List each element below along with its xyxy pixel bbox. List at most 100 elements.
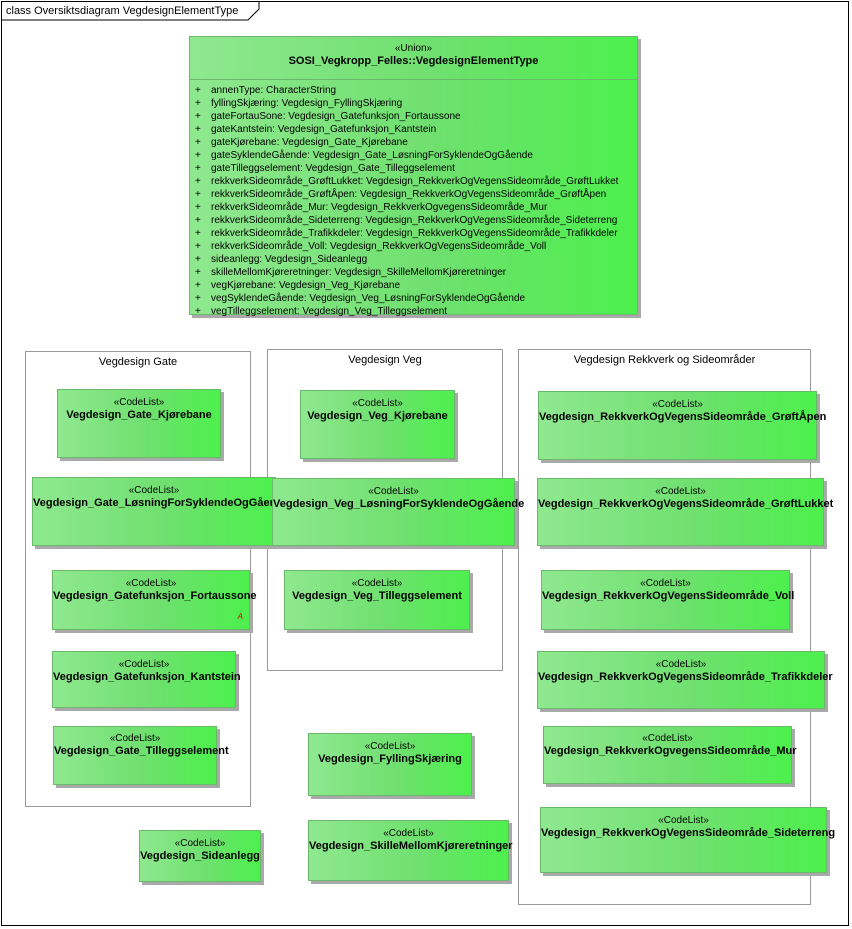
class-name: Vegdesign_Gatefunksjon_Fortaussone	[53, 590, 257, 602]
union-attribute[interactable]: + gateKantstein: Vegdesign_Gatefunksjon_K…	[195, 123, 637, 136]
codelist-sideanlegg[interactable]: «CodeList» Vegdesign_Sideanlegg	[139, 830, 261, 882]
codelist-stereotype: «CodeList»	[658, 815, 709, 826]
union-attribute[interactable]: + gateTilleggselement: Vegdesign_Gate_Til…	[195, 162, 637, 175]
class-name: Vegdesign_RekkverkOgvegensSideområde_Mur	[544, 745, 797, 757]
codelist-stereotype: «CodeList»	[125, 578, 177, 589]
codelist-stereotype: «CodeList»	[109, 733, 161, 744]
class-name: Vegdesign_RekkverkOgVegensSideområde_Grø…	[539, 411, 827, 423]
codelist-gatefunksjon-fortaussone[interactable]: «CodeList» Vegdesign_Gatefunksjon_Fortau…	[52, 570, 257, 630]
union-attribute[interactable]: + fyllingSkjæring: Vegdesign_FyllingSkjær…	[195, 97, 637, 110]
abstract-marker: A	[237, 612, 243, 621]
codelist-stereotype: «CodeList»	[351, 578, 403, 589]
package-title-gate: Vegdesign Gate	[98, 356, 178, 368]
attribute-visibility: +	[195, 163, 201, 174]
union-attribute[interactable]: + gateKjørebane: Vegdesign_Gate_Kjørebane	[195, 136, 637, 149]
codelist-stereotype: «CodeList»	[113, 397, 165, 408]
attribute-text: gateSyklendeGående: Vegdesign_Gate_Løsni…	[211, 150, 533, 161]
union-attribute[interactable]: + gateFortauSone: Vegdesign_Gatefunksjon_…	[195, 110, 637, 123]
codelist-fyllingskjaering[interactable]: «CodeList» Vegdesign_FyllingSkjæring	[308, 733, 472, 796]
class-name: Vegdesign_RekkverkOgVegensSideområde_Vol…	[542, 590, 795, 602]
class-name: Vegdesign_RekkverkOgVegensSideområde_Sid…	[541, 827, 836, 839]
attribute-visibility: +	[195, 124, 201, 135]
codelist-stereotype: «CodeList»	[640, 578, 691, 589]
codelist-stereotype: «CodeList»	[652, 399, 703, 410]
attribute-text: rekkverkSideområde_GrøftÅpen: Vegdesign_…	[211, 189, 607, 200]
codelist-rekkverk-mur[interactable]: «CodeList» Vegdesign_RekkverkOgvegensSid…	[543, 726, 797, 784]
class-name: Vegdesign_RekkverkOgVegensSideområde_Tra…	[538, 671, 833, 683]
package-title-veg: Vegdesign Veg	[348, 354, 422, 366]
codelist-stereotype: «CodeList»	[655, 486, 706, 497]
union-class-vegdesignelementtype[interactable]: «Union» SOSI_Vegkropp_Felles::VegdesignE…	[189, 36, 638, 318]
attribute-visibility: +	[195, 85, 201, 96]
class-name: Vegdesign_RekkverkOgVegensSideområde_Grø…	[538, 498, 834, 510]
codelist-rekkverk-voll[interactable]: «CodeList» Vegdesign_RekkverkOgVegensSid…	[541, 570, 795, 630]
attribute-visibility: +	[195, 293, 201, 304]
attribute-text: gateKantstein: Vegdesign_Gatefunksjon_Ka…	[211, 124, 437, 135]
codelist-rekkverk-groftaapen[interactable]: «CodeList» Vegdesign_RekkverkOgVegensSid…	[538, 391, 827, 460]
codelist-stereotype: «CodeList»	[128, 485, 180, 496]
union-attribute[interactable]: +gateSyklendeGående: Vegdesign_Gate_Løsn…	[195, 149, 637, 162]
union-attribute[interactable]: + sideanlegg: Vegdesign_Sideanlegg	[195, 253, 637, 266]
codelist-skillemellomkjoreretninger[interactable]: «CodeList» Vegdesign_SkilleMellomKjørere…	[308, 820, 513, 881]
package-title-rekkverk: Vegdesign Rekkverk og Sideområder	[573, 354, 756, 366]
codelist-veg-tilleggselement[interactable]: «CodeList» Vegdesign_Veg_Tilleggselement	[284, 570, 470, 630]
union-attribute[interactable]: + vegTilleggselement: Vegdesign_Veg_Tille…	[195, 305, 637, 318]
attribute-text: rekkverkSideområde_Mur: Vegdesign_Rekkve…	[211, 202, 548, 213]
union-attribute[interactable]: +annenType: CharacterString	[195, 84, 637, 97]
codelist-stereotype: «CodeList»	[642, 733, 693, 744]
codelist-stereotype: «CodeList»	[364, 741, 416, 752]
codelist-gate-tilleggselement[interactable]: «CodeList» Vegdesign_Gate_Tilleggselemen…	[53, 726, 229, 785]
attribute-visibility: +	[195, 267, 201, 278]
union-attribute[interactable]: +vegSyklendeGående: Vegdesign_Veg_Løsnin…	[195, 292, 637, 305]
union-attribute[interactable]: + vegKjørebane: Vegdesign_Veg_Kjørebane	[195, 279, 637, 292]
attribute-text: rekkverkSideområde_Voll: Vegdesign_Rekkv…	[211, 241, 547, 252]
attribute-visibility: +	[195, 189, 201, 200]
class-name: Vegdesign_Gate_LøsningForSyklendeOgGåend…	[33, 497, 275, 509]
attribute-text: rekkverkSideområde_Sideterreng: Vegdesig…	[211, 215, 618, 226]
codelist-rekkverk-groftlukket[interactable]: «CodeList» Vegdesign_RekkverkOgVegensSid…	[537, 478, 834, 546]
class-name: Vegdesign_Gatefunksjon_Kantstein	[53, 671, 241, 683]
union-attribute[interactable]: + rekkverkSideområde_GrøftÅpen: Vegdesign…	[195, 188, 637, 201]
attribute-text: vegKjørebane: Vegdesign_Veg_Kjørebane	[211, 280, 401, 291]
codelist-stereotype: «CodeList»	[352, 398, 403, 409]
codelist-stereotype: «CodeList»	[655, 659, 707, 670]
frame-title: class Oversiktsdiagram VegdesignElementT…	[6, 5, 239, 17]
attribute-visibility: +	[195, 280, 201, 291]
attribute-visibility: +	[195, 215, 201, 226]
class-name: Vegdesign_Veg_Kjørebane	[307, 410, 448, 422]
codelist-gate-losning[interactable]: «CodeList» Vegdesign_Gate_LøsningForSykl…	[32, 477, 276, 546]
attribute-visibility: +	[195, 228, 201, 239]
class-name: Vegdesign_Veg_LøsningForSyklendeOgGående	[273, 498, 525, 510]
attribute-visibility: +	[195, 98, 201, 109]
codelist-stereotype: «CodeList»	[118, 659, 170, 670]
codelist-gatefunksjon-kantstein[interactable]: «CodeList» Vegdesign_Gatefunksjon_Kantst…	[52, 651, 241, 708]
union-attribute[interactable]: +rekkverkSideområde_Voll: Vegdesign_Rekk…	[195, 240, 637, 253]
attribute-visibility: +	[195, 254, 201, 265]
attribute-visibility: +	[195, 137, 201, 148]
class-name: Vegdesign_Veg_Tilleggselement	[292, 590, 462, 602]
class-name: Vegdesign_Gate_Tilleggselement	[54, 745, 229, 757]
attribute-text: fyllingSkjæring: Vegdesign_FyllingSkjæri…	[211, 98, 403, 109]
codelist-rekkverk-sideterreng[interactable]: «CodeList» Vegdesign_RekkverkOgVegensSid…	[540, 807, 836, 873]
codelist-rekkverk-trafikkdeler[interactable]: «CodeList» Vegdesign_RekkverkOgVegensSid…	[537, 651, 833, 709]
codelist-veg-kjorebane[interactable]: «CodeList» Vegdesign_Veg_Kjørebane	[300, 390, 455, 459]
union-attribute[interactable]: + rekkverkSideområde_Sideterreng: Vegdesi…	[195, 214, 637, 227]
union-attribute[interactable]: +rekkverkSideområde_Mur: Vegdesign_Rekkv…	[195, 201, 637, 214]
attribute-text: sideanlegg: Vegdesign_Sideanlegg	[211, 254, 368, 265]
union-attribute[interactable]: +rekkverkSideområde_Trafikkdeler: Vegdes…	[195, 227, 637, 240]
attribute-text: gateTilleggselement: Vegdesign_Gate_Till…	[211, 163, 455, 174]
attribute-visibility: +	[195, 176, 201, 187]
attribute-visibility: +	[195, 111, 201, 122]
union-attribute[interactable]: +rekkverkSideområde_GrøftLukket: Vegdesi…	[195, 175, 637, 188]
codelist-veg-losning[interactable]: «CodeList» Vegdesign_Veg_LøsningForSykle…	[272, 478, 525, 546]
attribute-text: vegTilleggselement: Vegdesign_Veg_Tilleg…	[211, 306, 448, 317]
codelist-gate-kjorebane[interactable]: «CodeList» Vegdesign_Gate_Kjørebane	[57, 389, 221, 458]
attribute-text: gateFortauSone: Vegdesign_Gatefunksjon_F…	[211, 111, 461, 122]
attribute-text: gateKjørebane: Vegdesign_Gate_Kjørebane	[211, 137, 408, 148]
union-attribute[interactable]: + skilleMellomKjøreretninger: Vegdesign_S…	[195, 266, 637, 279]
union-stereotype: «Union»	[394, 43, 433, 54]
attribute-text: skilleMellomKjøreretninger: Vegdesign_Sk…	[211, 267, 507, 278]
class-name: Vegdesign_Sideanlegg	[140, 850, 260, 862]
attribute-visibility: +	[195, 306, 201, 317]
